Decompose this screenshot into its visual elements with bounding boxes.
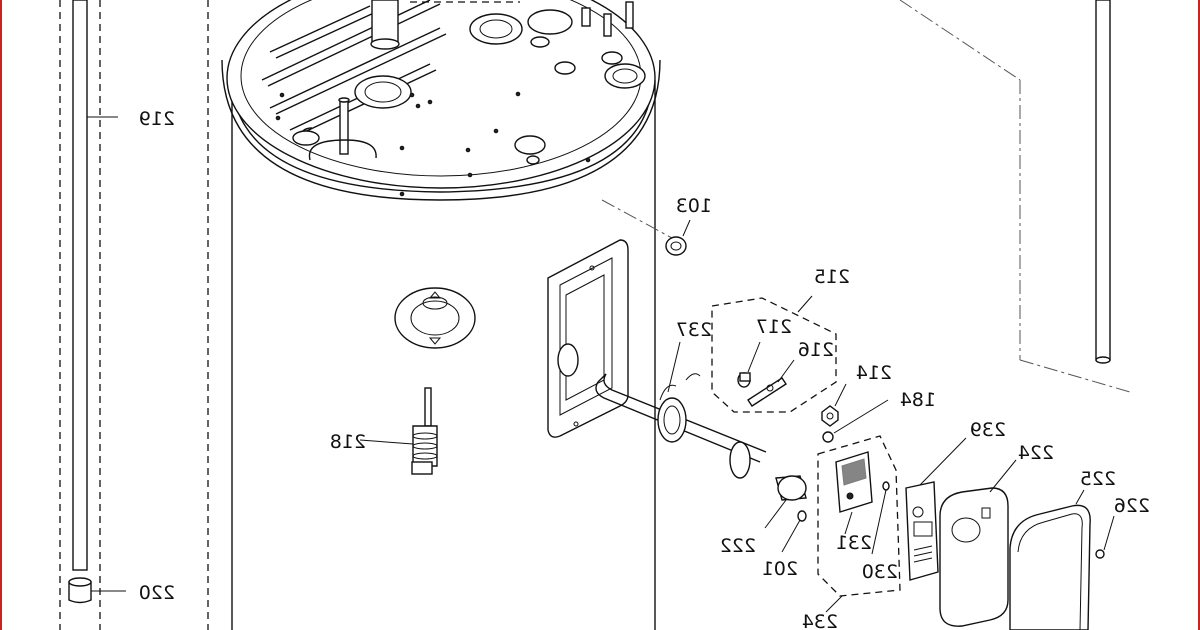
label-184: 184 [900, 389, 936, 411]
label-217-group: 217 [756, 316, 792, 338]
heating-element [595, 341, 807, 529]
label-216: 216 [798, 339, 834, 361]
tank-body [221, 0, 661, 630]
cover-plate [905, 437, 967, 581]
label-237: 237 [676, 319, 712, 341]
label-214-group: 214 [856, 362, 892, 384]
bolt [737, 341, 761, 388]
kit-boundary [711, 295, 837, 413]
label-230: 230 [862, 561, 898, 583]
label-217: 217 [756, 316, 792, 338]
label-220-group: 220 [139, 582, 175, 604]
label-230-group: 230 [862, 561, 898, 583]
anode-cap [68, 577, 126, 604]
label-224-group: 224 [1018, 442, 1054, 464]
thermostat-control [835, 451, 873, 535]
label-237-group: 237 [676, 319, 712, 341]
label-216-group: 216 [798, 339, 834, 361]
label-222: 222 [720, 535, 756, 557]
label-226-group: 226 [1114, 495, 1150, 517]
washer [822, 399, 889, 443]
label-231: 231 [836, 532, 872, 554]
label-234-group: 234 [802, 611, 838, 630]
control-kit-boundary [817, 435, 901, 613]
outer-door [1009, 489, 1091, 630]
label-215: 215 [814, 266, 850, 288]
gasket [665, 219, 691, 256]
tank-port [394, 287, 476, 349]
element-mounting-frame [547, 239, 629, 438]
small-screw [871, 481, 890, 555]
label-219-group: 219 [139, 108, 175, 130]
label-184-group: 184 [900, 389, 936, 411]
label-201: 201 [762, 558, 798, 580]
label-225: 225 [1080, 468, 1116, 490]
anode-rod [59, 0, 118, 630]
label-239-group: 239 [970, 419, 1006, 441]
temperature-probe [359, 387, 438, 475]
label-220: 220 [139, 582, 175, 604]
label-225-group: 225 [1080, 468, 1116, 490]
label-215-group: 215 [814, 266, 850, 288]
insulation-cover [939, 459, 1017, 627]
door-screw [1095, 515, 1115, 559]
label-103: 103 [676, 195, 712, 217]
label-226: 226 [1114, 495, 1150, 517]
label-201-group: 201 [762, 558, 798, 580]
label-103-group: 103 [676, 195, 712, 217]
label-219: 219 [139, 108, 175, 130]
label-214: 214 [856, 362, 892, 384]
label-218: 218 [330, 431, 366, 453]
label-224: 224 [1018, 442, 1054, 464]
label-239: 239 [970, 419, 1006, 441]
label-222-group: 222 [720, 535, 756, 557]
label-231-group: 231 [836, 532, 872, 554]
label-234: 234 [802, 611, 838, 630]
part-labels: 103 184 201 214 215 216 217 218 219 220 [139, 108, 1150, 630]
nut [821, 383, 847, 427]
label-218-group: 218 [330, 431, 366, 453]
dip-tube-guide [601, 0, 1131, 393]
bracket [747, 359, 795, 407]
screw [781, 510, 807, 553]
